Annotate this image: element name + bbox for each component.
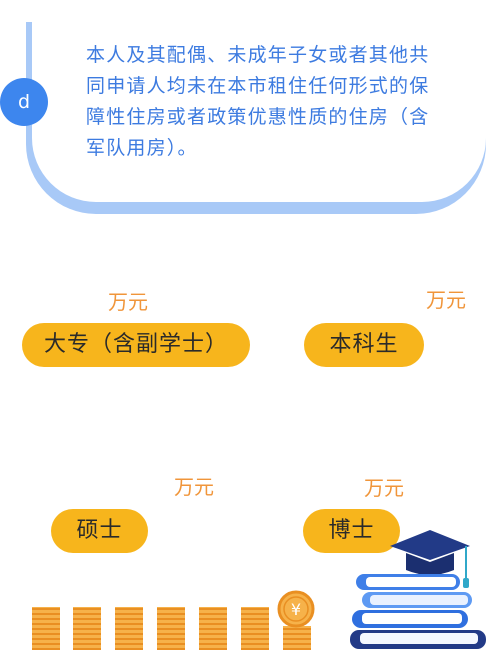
subsidy-unit-master: 万元: [174, 475, 214, 499]
subsidy-unit-associate: 万元: [108, 290, 148, 314]
coin-symbol: ¥: [291, 600, 301, 619]
notice-card: [32, 22, 486, 202]
subsidy-label-master: 硕士: [51, 509, 148, 553]
subsidy-unit-bachelor: 万元: [426, 288, 466, 312]
item-badge: d: [0, 78, 48, 126]
subsidy-label-associate: 大专（含副学士）: [22, 323, 250, 367]
subsidy-label-bachelor: 本科生: [304, 323, 424, 367]
graduation-books-icon: [350, 530, 486, 649]
notice-text: 本人及其配偶、未成年子女或者其他共同申请人均未在本市租住任何形式的保障性住房或者…: [86, 44, 430, 159]
coin-stacks-icon: ¥: [32, 590, 315, 650]
subsidy-unit-doctor: 万元: [364, 476, 404, 500]
subsidy-label-doctor: 博士: [303, 509, 400, 553]
